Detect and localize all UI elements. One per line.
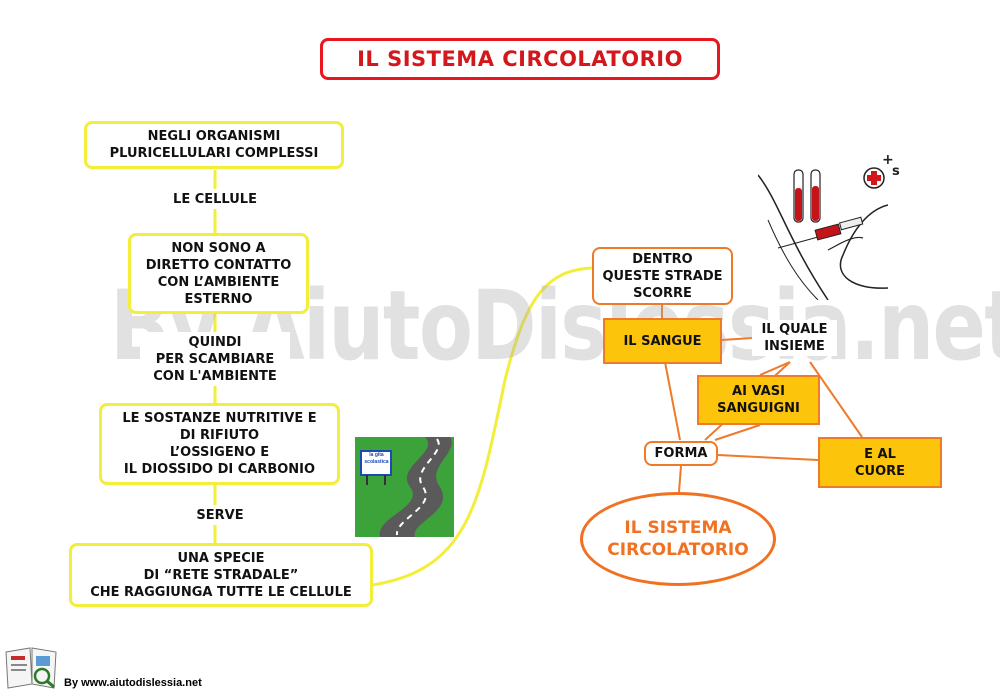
label-serve: SERVE xyxy=(180,505,260,525)
footer-credit[interactable]: By www.aiutodislessia.net xyxy=(64,677,202,689)
box-cuore: E AL CUORE xyxy=(818,437,942,488)
box-forma: FORMA xyxy=(644,441,718,466)
box-contatto: NON SONO A DIRETTO CONTATTO CON L’AMBIEN… xyxy=(128,233,309,314)
box-sostanze: LE SOSTANZE NUTRITIVE E DI RIFIUTO L’OSS… xyxy=(99,403,340,485)
blood-test-icon xyxy=(757,160,889,301)
label-quale: IL QUALE INSIEME xyxy=(752,320,837,356)
road-icon: la gita scolastica xyxy=(355,437,454,537)
box-vasi: AI VASI SANGUIGNI xyxy=(697,375,820,425)
box-sangue: IL SANGUE xyxy=(603,318,722,364)
page-title: IL SISTEMA CIRCOLATORIO xyxy=(320,38,720,80)
label-cellule: LE CELLULE xyxy=(150,189,280,209)
ellipse-sistema: IL SISTEMA CIRCOLATORIO xyxy=(580,492,776,586)
book-logo-icon xyxy=(4,646,60,690)
box-rete-stradale: UNA SPECIE DI “RETE STRADALE” CHE RAGGIU… xyxy=(69,543,373,607)
svg-text:s: s xyxy=(892,164,900,179)
box-dentro: DENTRO QUESTE STRADE SCORRE xyxy=(592,247,733,305)
label-quindi: QUINDI PER SCAMBIARE CON L'AMBIENTE xyxy=(140,332,290,386)
red-cross-icon: + s xyxy=(860,152,905,190)
box-organismi: NEGLI ORGANISMI PLURICELLULARI COMPLESSI xyxy=(84,121,344,169)
road-sign-text: la gita scolastica xyxy=(364,452,389,465)
svg-text:+: + xyxy=(882,152,894,168)
